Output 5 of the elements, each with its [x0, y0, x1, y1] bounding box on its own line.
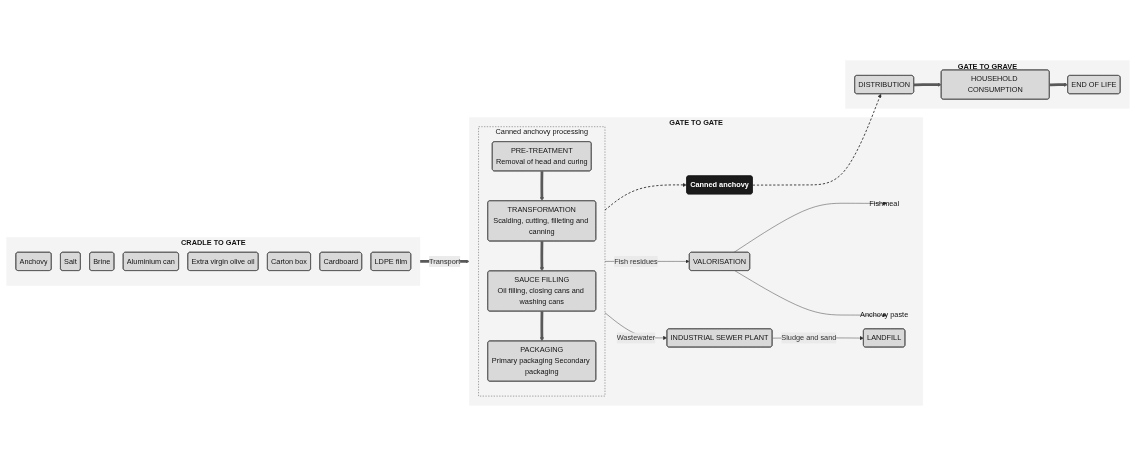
- arrow: [539, 241, 544, 272]
- arrow: [913, 82, 942, 87]
- arrow: [539, 311, 544, 342]
- arrow: [1049, 82, 1069, 87]
- arrow: [539, 171, 544, 202]
